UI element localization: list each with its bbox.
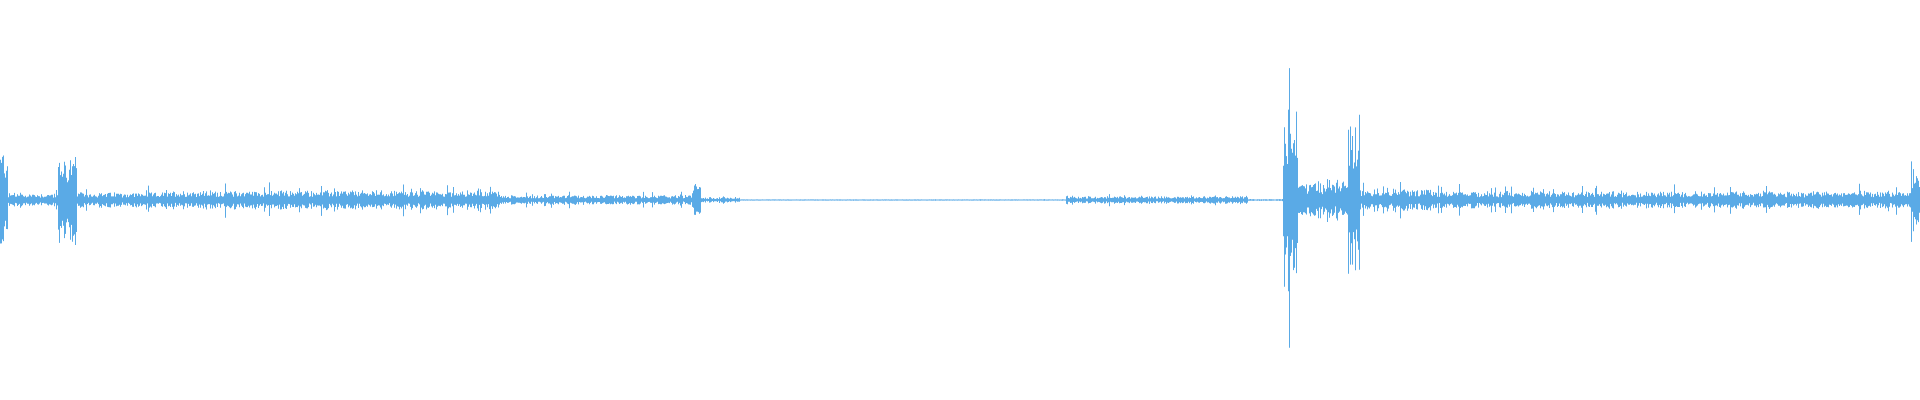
waveform-path [0, 68, 1920, 348]
